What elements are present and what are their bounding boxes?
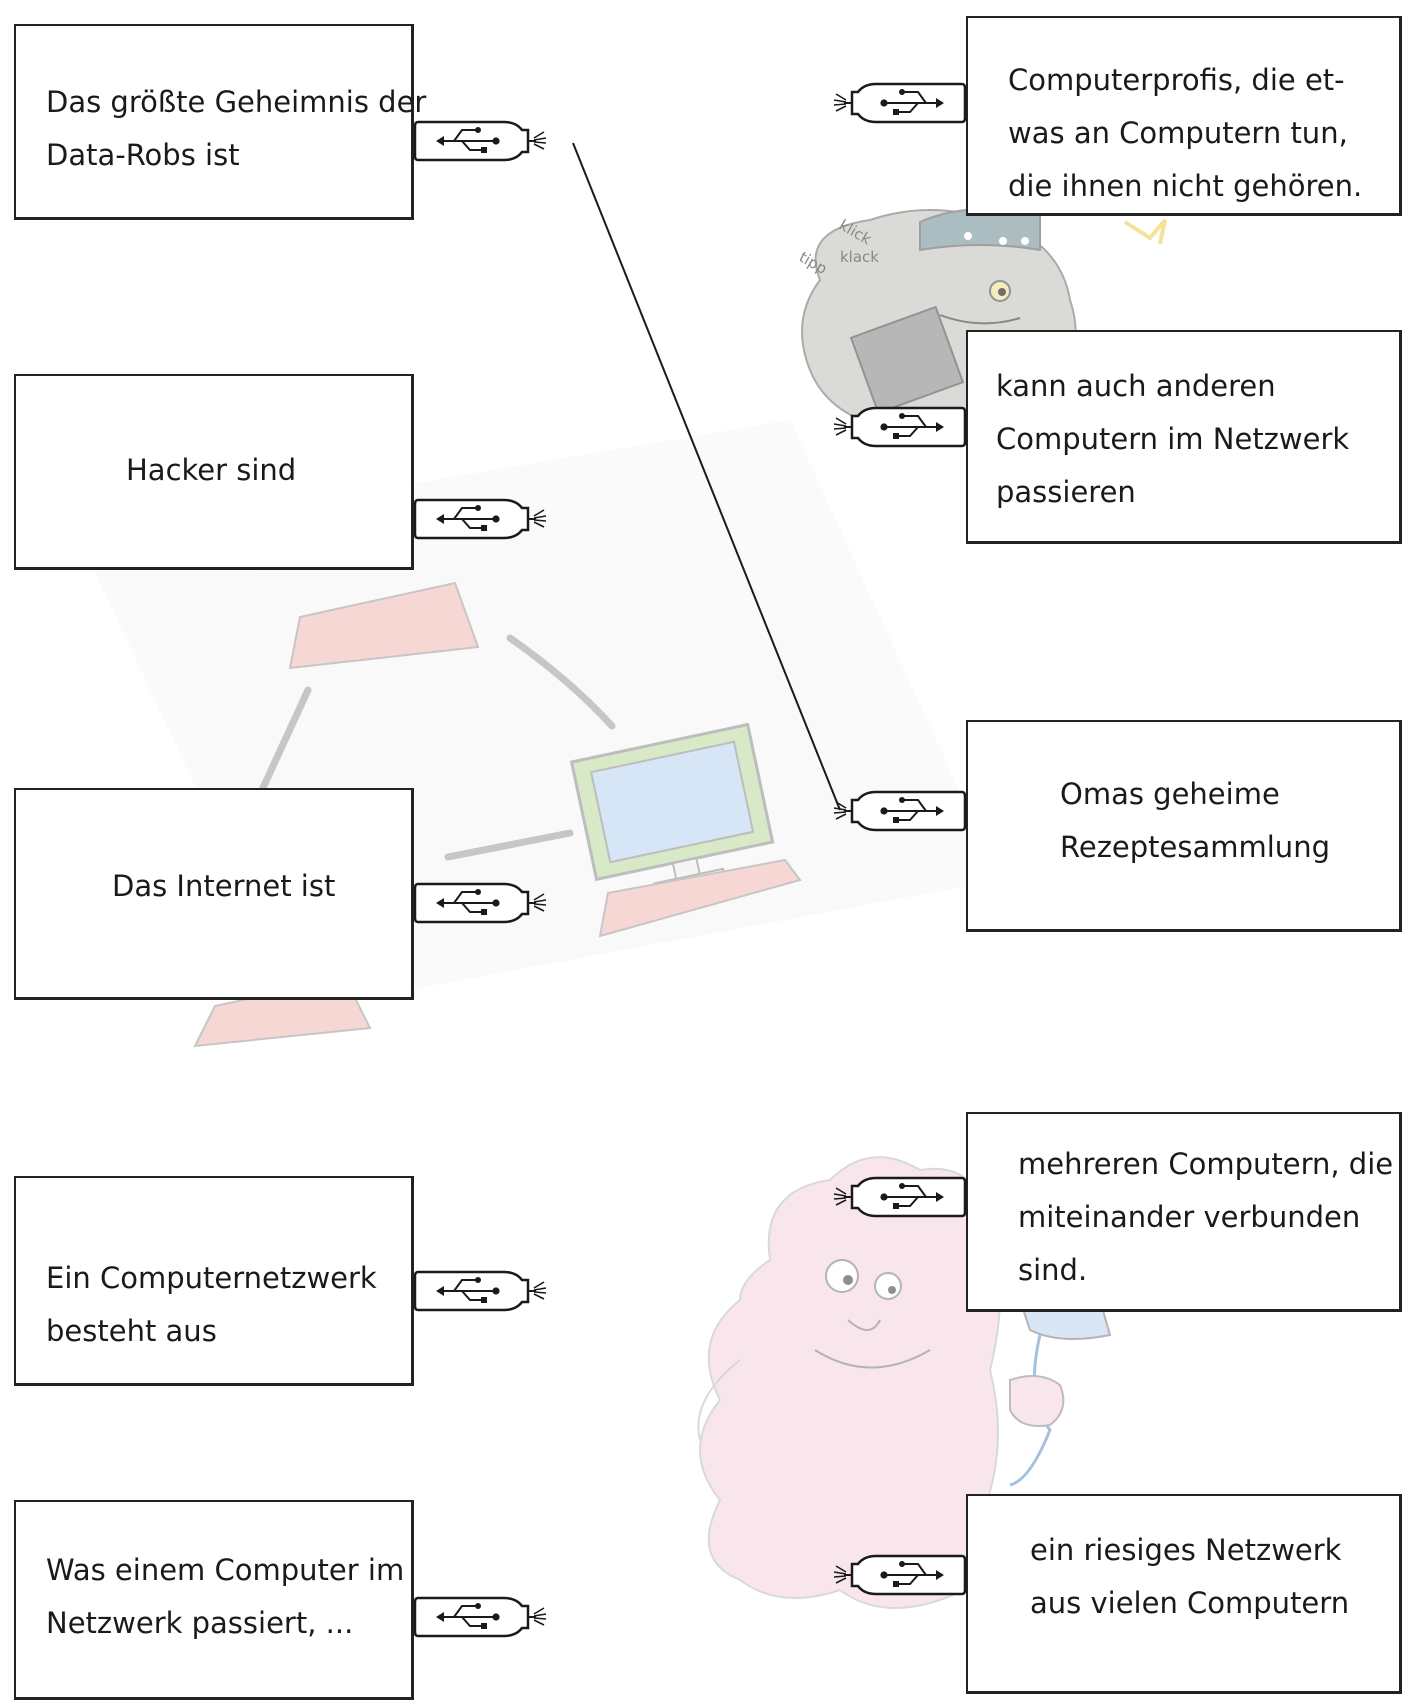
plug-left-card-3[interactable] xyxy=(412,880,552,926)
right-card-4: mehreren Computern, die miteinander verb… xyxy=(966,1112,1402,1312)
right-card-4-line-2: miteinander verbunden xyxy=(1018,1200,1361,1234)
left-card-5-line-1: Was einem Computer im xyxy=(46,1553,405,1587)
right-card-3: Omas geheime Rezeptesammlung xyxy=(966,720,1402,932)
plug-left-card-4[interactable] xyxy=(412,1268,552,1314)
left-card-1: Das größte Geheimnis der Data-Robs ist xyxy=(14,24,426,220)
plug-right-card-5[interactable] xyxy=(828,1552,968,1598)
right-card-3-line-2: Rezeptesammlung xyxy=(1060,830,1330,864)
plug-left-card-1[interactable] xyxy=(412,118,552,164)
connection-line-l1-r3[interactable] xyxy=(572,142,841,811)
usb-plug-icon xyxy=(833,1176,967,1218)
plug-left-card-5[interactable] xyxy=(412,1594,552,1640)
right-card-1-line-1: Computerprofis, die et- xyxy=(1008,63,1345,97)
right-card-2-line-3: passieren xyxy=(996,475,1136,509)
left-card-1-line-2: Data-Robs ist xyxy=(46,138,240,172)
right-card-4-line-1: mehreren Computern, die xyxy=(1018,1147,1394,1181)
left-card-5: Was einem Computer im Netzwerk passiert,… xyxy=(14,1500,414,1700)
tipp-text: tipp xyxy=(796,248,830,278)
right-card-1-line-2: was an Computern tun, xyxy=(1008,116,1348,150)
plug-right-card-2[interactable] xyxy=(828,404,968,450)
plug-right-card-4[interactable] xyxy=(828,1174,968,1220)
usb-plug-icon xyxy=(833,790,967,832)
left-card-3: Das Internet ist xyxy=(14,788,414,1000)
right-card-3-line-1: Omas geheime xyxy=(1060,777,1280,811)
usb-plug-icon xyxy=(413,1596,547,1638)
klack-text: klack xyxy=(840,248,879,266)
right-card-5-line-2: aus vielen Computern xyxy=(1030,1586,1350,1620)
left-card-2-line-1: Hacker sind xyxy=(126,453,297,487)
left-card-4-line-1: Ein Computernetzwerk xyxy=(46,1261,377,1295)
right-card-1-line-3: die ihnen nicht gehören. xyxy=(1008,169,1363,203)
right-card-4-line-3: sind. xyxy=(1018,1253,1088,1287)
left-card-4-line-2: besteht aus xyxy=(46,1314,217,1348)
left-card-2: Hacker sind xyxy=(14,374,414,570)
klick-text: klick xyxy=(836,216,875,249)
usb-plug-icon xyxy=(413,882,547,924)
computer-monitor xyxy=(569,722,775,895)
usb-plug-icon xyxy=(833,1554,967,1596)
usb-plug-icon xyxy=(833,82,967,124)
usb-plug-icon xyxy=(413,1270,547,1312)
right-card-2-line-2: Computern im Netzwerk xyxy=(996,422,1350,456)
right-card-2: kann auch anderen Computern im Netzwerk … xyxy=(966,330,1402,544)
right-card-2-line-1: kann auch anderen xyxy=(996,369,1276,403)
left-card-1-line-1: Das größte Geheimnis der xyxy=(46,85,427,119)
usb-plug-icon xyxy=(833,406,967,448)
usb-plug-icon xyxy=(413,120,547,162)
right-card-1: Computerprofis, die et- was an Computern… xyxy=(966,16,1402,216)
right-card-5: ein riesiges Netzwerk aus vielen Compute… xyxy=(966,1494,1402,1694)
right-card-5-line-1: ein riesiges Netzwerk xyxy=(1030,1533,1342,1567)
left-card-5-line-2: Netzwerk passiert, ... xyxy=(46,1606,354,1640)
plug-right-card-3[interactable] xyxy=(828,788,968,834)
left-card-3-line-1: Das Internet ist xyxy=(112,869,336,903)
plug-left-card-2[interactable] xyxy=(412,496,552,542)
left-card-4: Ein Computernetzwerk besteht aus xyxy=(14,1176,414,1386)
plug-right-card-1[interactable] xyxy=(828,80,968,126)
usb-plug-icon xyxy=(413,498,547,540)
